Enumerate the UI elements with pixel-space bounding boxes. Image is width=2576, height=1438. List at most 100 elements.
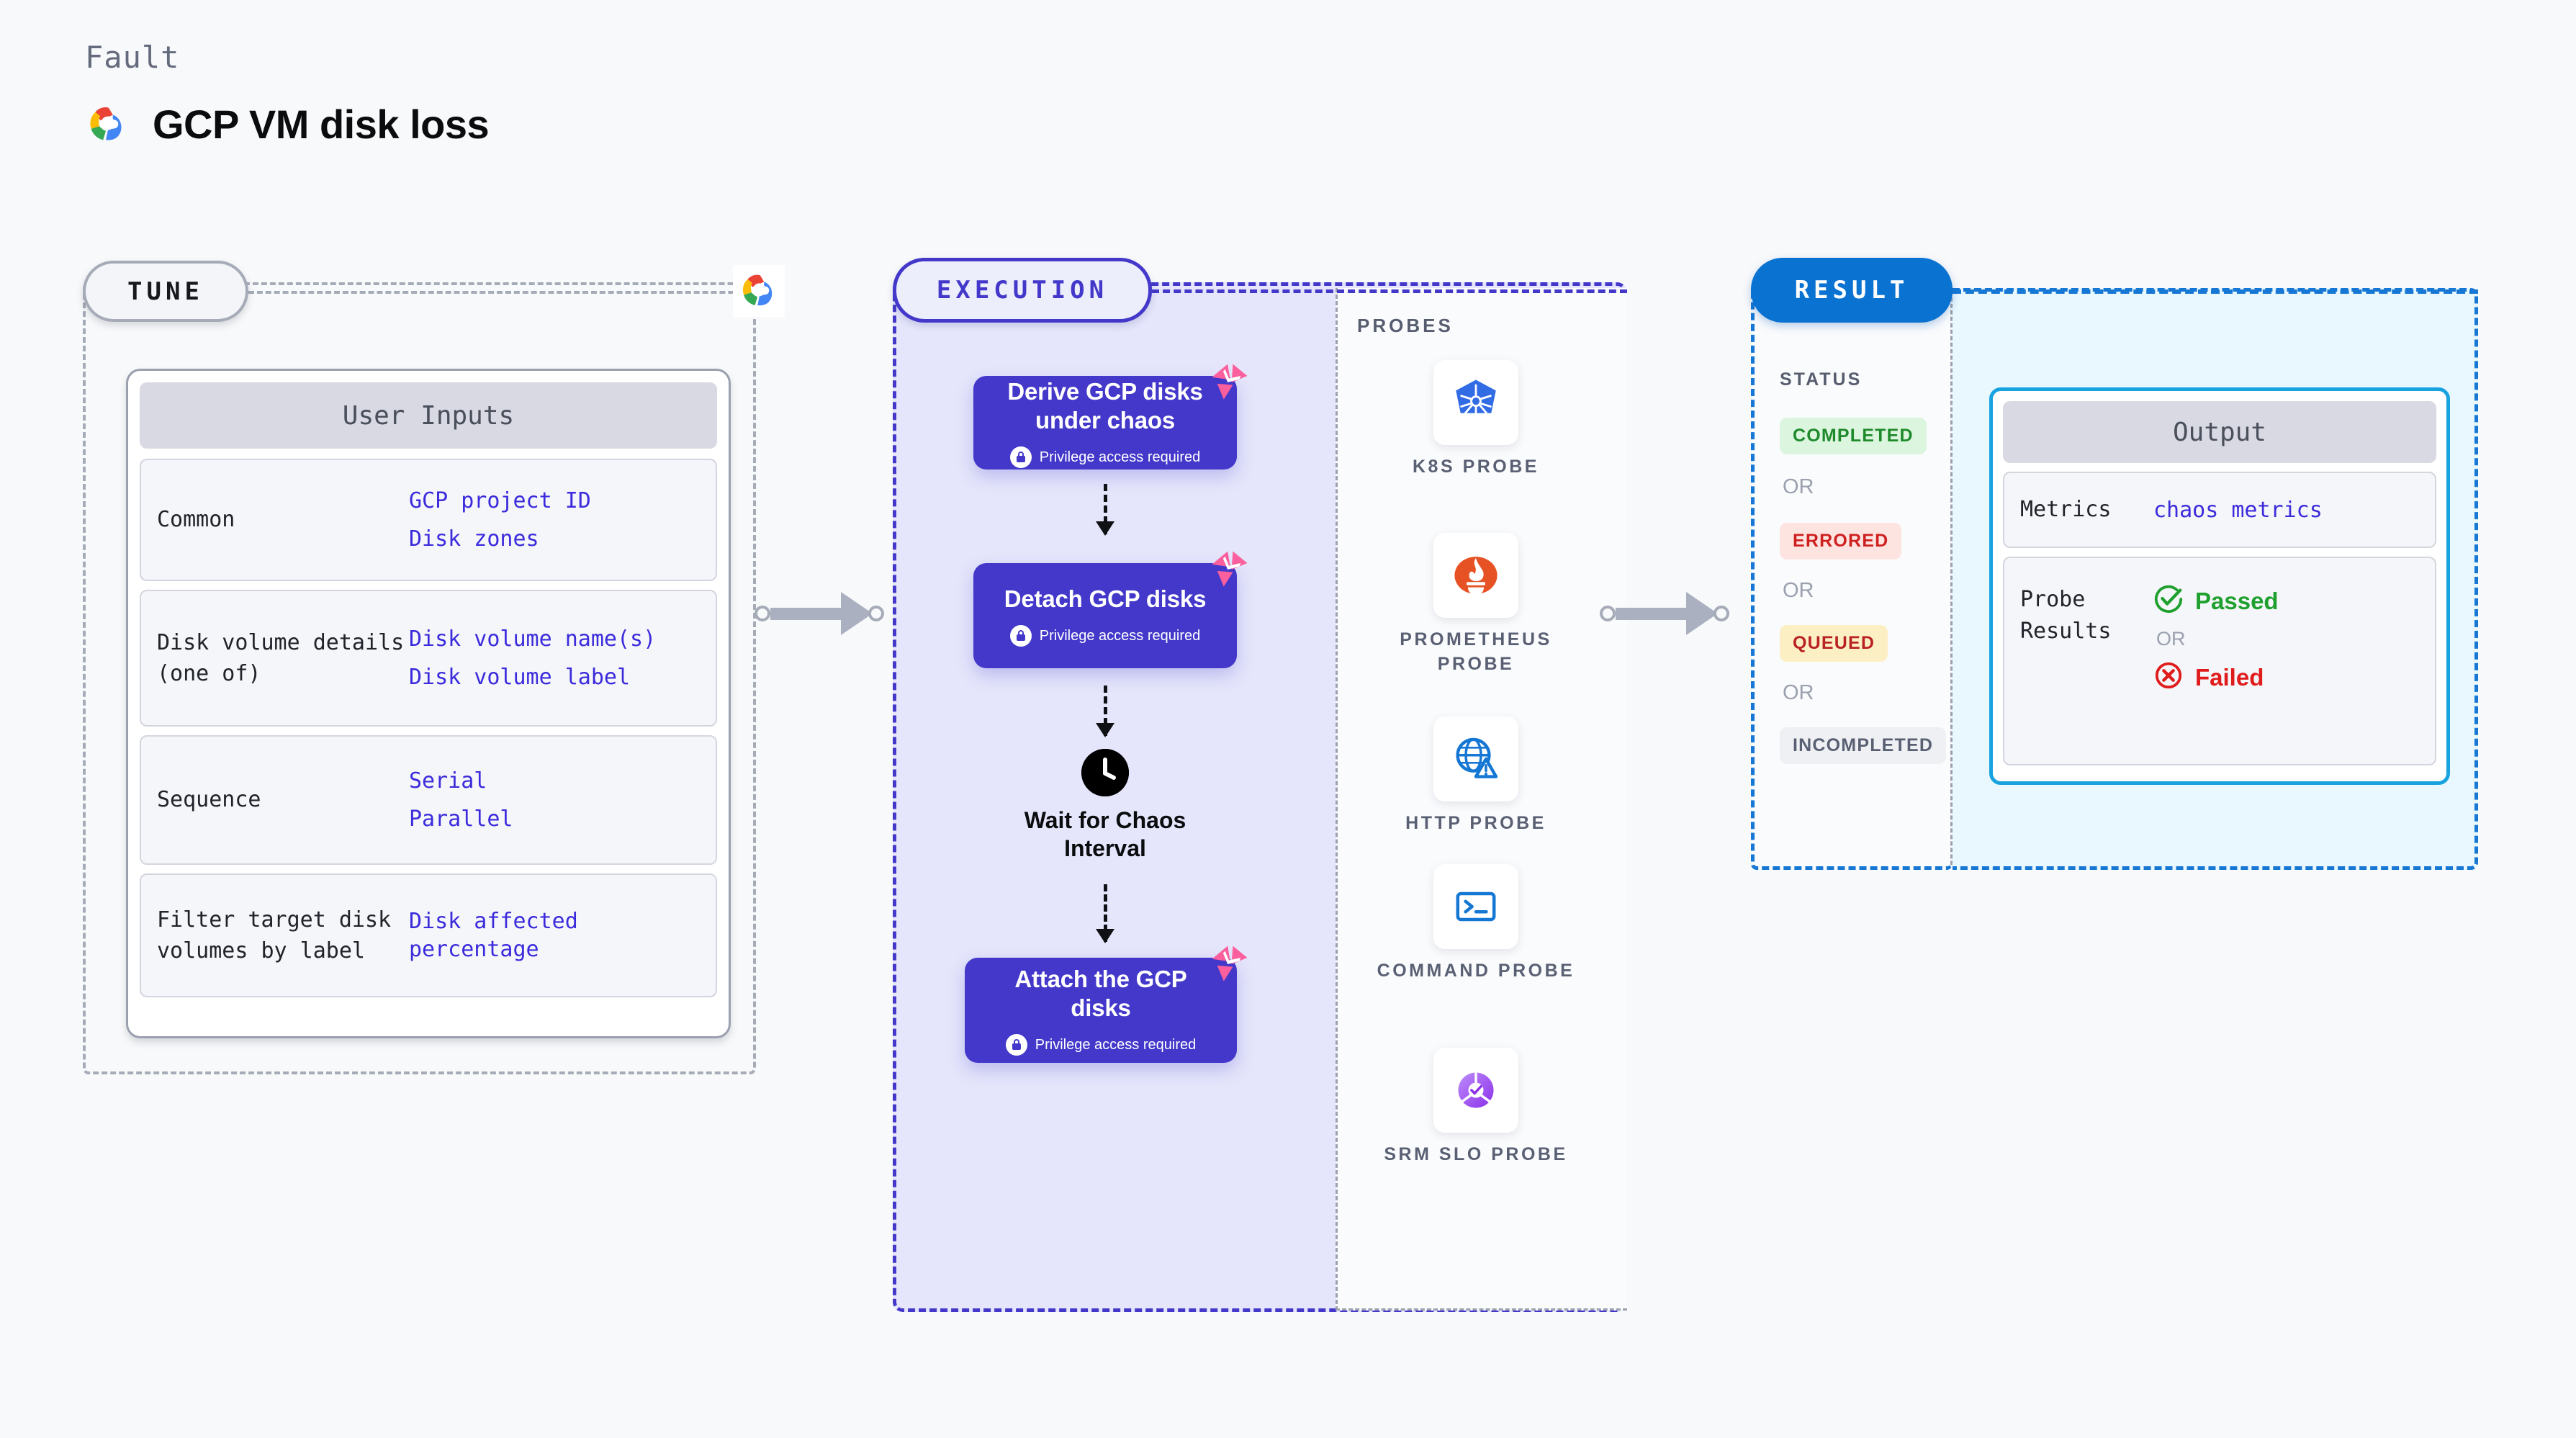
failed-label: Failed xyxy=(2195,663,2264,691)
litmus-chaos-icon xyxy=(1212,551,1248,587)
privilege-note-text: Privilege access required xyxy=(1039,627,1201,644)
status-or-label: OR xyxy=(1783,681,1814,704)
probes-title: PROBES xyxy=(1357,315,1454,336)
execution-step-derive-gcp-disks[interactable]: Derive GCP disks under chaos Privilege a… xyxy=(973,364,1248,469)
execution-step-title: Attach the GCP disks xyxy=(1014,965,1187,1021)
probe-item-k8s[interactable]: K8S PROBE xyxy=(1372,360,1580,480)
output-row-key: Probe Results xyxy=(2020,587,2112,644)
input-row-key: Filter target disk volumes by label xyxy=(157,907,392,964)
status-badge-queued: QUEUED xyxy=(1780,625,1888,662)
connector-arrowhead xyxy=(841,592,873,635)
probe-result-or-label: OR xyxy=(2156,628,2186,650)
connector-shaft xyxy=(770,607,842,620)
probe-item-prometheus[interactable]: PROMETHEUS PROBE xyxy=(1372,533,1580,677)
page-eyebrow-label: Fault xyxy=(85,40,180,75)
table-row: Disk volume details (one of) Disk volume… xyxy=(140,590,717,727)
http-globe-icon xyxy=(1433,716,1518,801)
lock-icon xyxy=(1009,446,1032,469)
connector-execution-to-result xyxy=(1600,592,1729,635)
probe-label: HTTP PROBE xyxy=(1405,813,1546,833)
tune-lead-line xyxy=(248,291,760,294)
stage-badge-tune[interactable]: TUNE xyxy=(83,261,248,322)
output-card: Output Metrics chaos metrics Probe Resul… xyxy=(1989,387,2450,785)
connector-shaft xyxy=(1616,607,1688,620)
connector-end-dot xyxy=(1713,606,1729,621)
input-row-value[interactable]: Disk affected percentage xyxy=(409,909,578,962)
table-row: Probe Results Passed OR xyxy=(2003,557,2436,765)
output-title: Output xyxy=(2003,401,2436,463)
user-inputs-card: User Inputs Common GCP project ID Disk z… xyxy=(126,369,731,1038)
input-row-value[interactable]: Parallel xyxy=(409,806,513,832)
output-row-key: Metrics xyxy=(2020,497,2112,523)
litmus-chaos-icon xyxy=(1212,945,1248,981)
connector-tune-to-execution xyxy=(755,592,884,635)
execution-lead-line xyxy=(1152,289,1627,293)
probe-result-passed: Passed xyxy=(2153,584,2279,618)
srm-slo-icon xyxy=(1433,1048,1518,1133)
connector-start-dot xyxy=(755,606,770,621)
execution-step-title: Derive GCP disks under chaos xyxy=(1007,377,1203,433)
tune-panel xyxy=(83,282,756,1074)
table-row: Filter target disk volumes by label Disk… xyxy=(140,873,717,997)
connector-start-dot xyxy=(1600,606,1616,621)
wait-node-label: Wait for Chaos Interval xyxy=(1024,807,1186,862)
passed-label: Passed xyxy=(2195,587,2279,614)
execution-step-detach-gcp-disks[interactable]: Detach GCP disks Privilege access requir… xyxy=(973,551,1248,668)
status-or-label: OR xyxy=(1783,475,1814,498)
input-row-value[interactable]: Serial xyxy=(409,768,487,794)
flow-arrow-1 xyxy=(1096,484,1114,536)
lock-icon xyxy=(1005,1034,1027,1056)
table-row: Sequence Serial Parallel xyxy=(140,735,717,865)
input-row-key: Disk volume details (one of) xyxy=(157,629,405,687)
probe-label: K8S PROBE xyxy=(1413,457,1539,477)
input-row-value[interactable]: Disk zones xyxy=(409,526,539,552)
privilege-note-text: Privilege access required xyxy=(1039,449,1201,465)
output-row-value[interactable]: chaos metrics xyxy=(2153,497,2323,523)
page-title-row: GCP VM disk loss xyxy=(85,101,490,148)
input-row-value[interactable]: GCP project ID xyxy=(409,488,591,513)
result-lead-line xyxy=(1953,289,2478,294)
execution-step-title: Detach GCP disks xyxy=(1004,585,1207,612)
stage-badge-result[interactable]: RESULT xyxy=(1751,258,1953,323)
input-row-key: Sequence xyxy=(157,787,261,813)
input-row-key: Common xyxy=(157,507,235,533)
flow-arrow-3 xyxy=(1096,884,1114,943)
privilege-note: Privilege access required xyxy=(1009,625,1201,647)
connector-end-dot xyxy=(868,606,884,621)
status-badge-completed: COMPLETED xyxy=(1780,418,1927,454)
prometheus-icon xyxy=(1433,533,1518,618)
probe-item-srm-slo[interactable]: SRM SLO PROBE xyxy=(1372,1048,1580,1167)
result-panel xyxy=(1751,288,1953,870)
probe-label: COMMAND PROBE xyxy=(1377,961,1575,981)
stage-badge-execution[interactable]: EXECUTION xyxy=(893,258,1152,323)
terminal-icon xyxy=(1433,864,1518,949)
input-row-value[interactable]: Disk volume name(s) xyxy=(409,626,657,652)
probe-label: SRM SLO PROBE xyxy=(1384,1144,1568,1164)
table-row: Metrics chaos metrics xyxy=(2003,472,2436,548)
gcp-cloud-badge-icon xyxy=(733,265,785,317)
litmus-chaos-icon xyxy=(1212,364,1248,400)
kubernetes-icon xyxy=(1433,360,1518,445)
privilege-note-text: Privilege access required xyxy=(1035,1036,1197,1053)
input-row-value[interactable]: Disk volume label xyxy=(409,665,631,690)
gcp-cloud-logo-icon xyxy=(85,106,130,143)
status-badge-errored: ERRORED xyxy=(1780,523,1902,560)
page-title: GCP VM disk loss xyxy=(153,102,490,147)
status-title: STATUS xyxy=(1780,369,1863,390)
table-row: Common GCP project ID Disk zones xyxy=(140,459,717,581)
privilege-note: Privilege access required xyxy=(1009,446,1201,469)
x-circle-icon xyxy=(2153,660,2184,694)
check-circle-icon xyxy=(2153,584,2184,618)
execution-step-attach-gcp-disks[interactable]: Attach the GCP disks Privilege access re… xyxy=(965,945,1248,1063)
user-inputs-title: User Inputs xyxy=(140,382,717,449)
probe-item-http[interactable]: HTTP PROBE xyxy=(1372,716,1580,836)
flow-arrow-2 xyxy=(1096,686,1114,737)
status-or-label: OR xyxy=(1783,579,1814,602)
clock-icon xyxy=(1081,749,1129,796)
wait-for-chaos-interval-node: Wait for Chaos Interval xyxy=(1015,749,1195,863)
probe-item-command[interactable]: COMMAND PROBE xyxy=(1372,864,1580,984)
status-badge-incompleted: INCOMPLETED xyxy=(1780,727,1947,764)
probe-label: PROMETHEUS PROBE xyxy=(1400,629,1552,674)
probe-result-failed: Failed xyxy=(2153,660,2279,694)
connector-arrowhead xyxy=(1686,592,1718,635)
